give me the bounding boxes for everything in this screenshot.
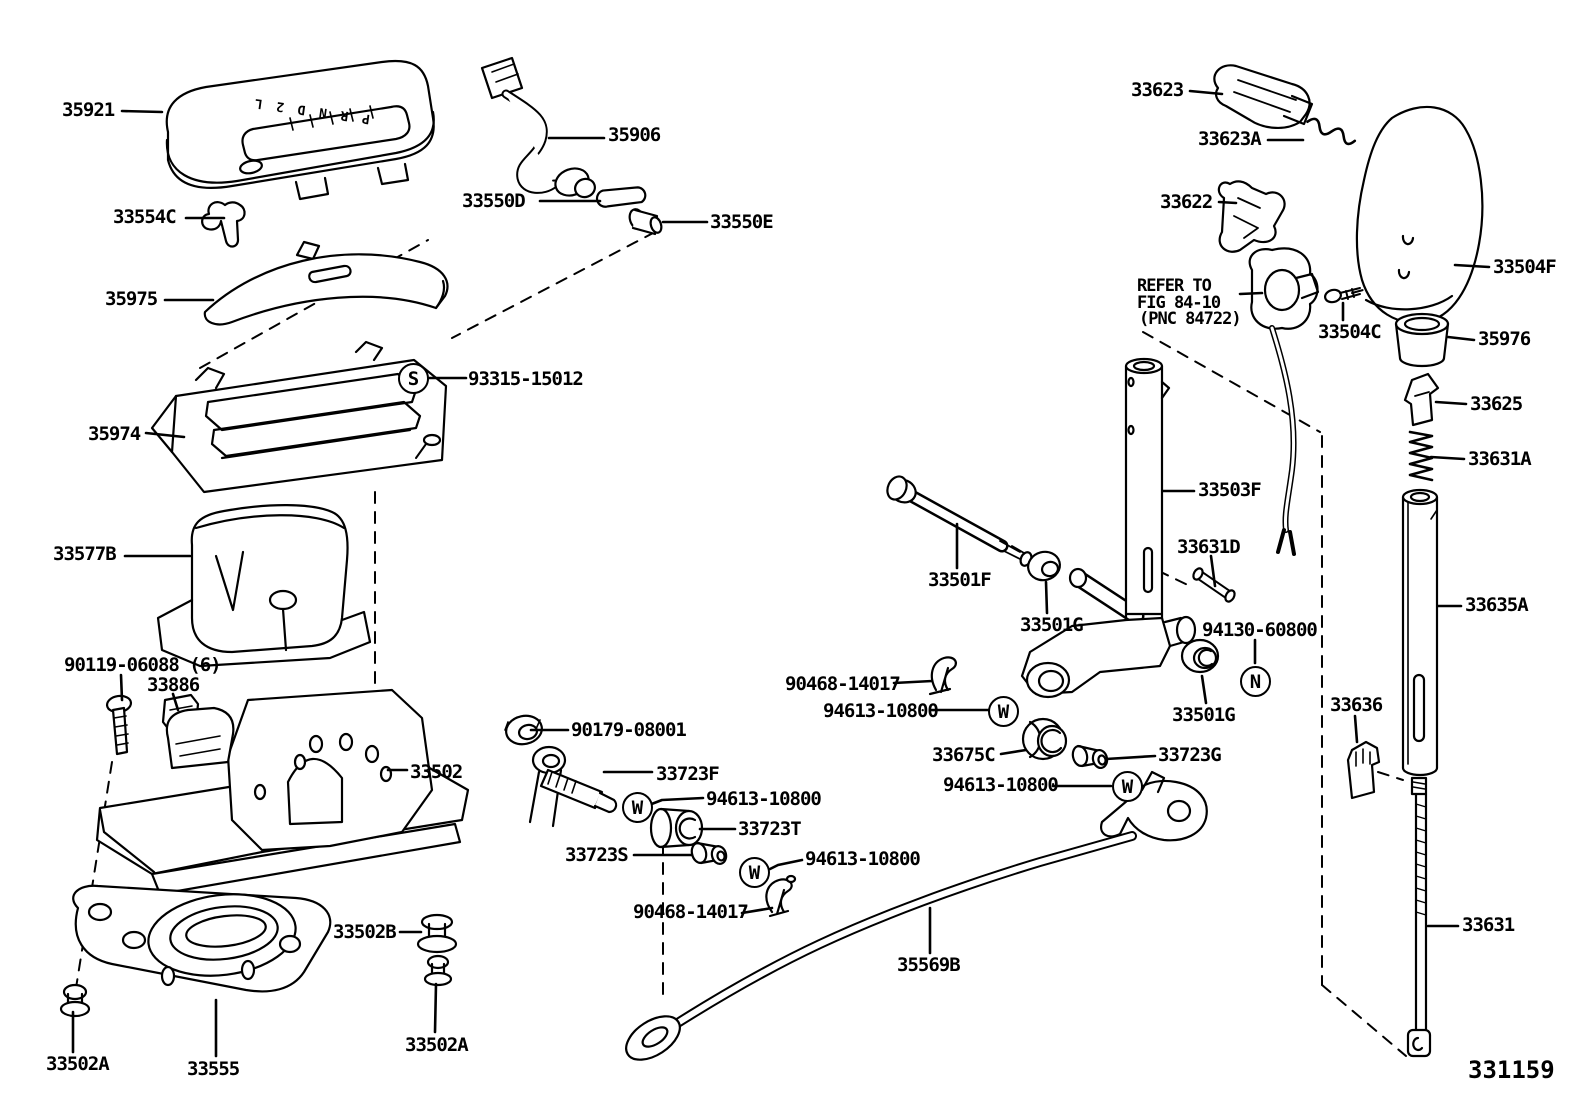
part-label-35906: 35906 [608,124,661,146]
part-label-33550E: 33550E [710,211,774,233]
part-33503f-lever-tube [1068,357,1171,642]
hardware-symbol-N: N [1240,666,1271,697]
part-label-33554C: 33554C [113,206,177,228]
part-33675c-bushing [1021,717,1068,761]
part-33502b-grommet [416,913,458,954]
part-33501f-bolt [886,475,1033,567]
part-label-33501F: 33501F [928,569,992,591]
part-label-33503F: 33503F [1198,479,1262,501]
part-label-33577B: 33577B [53,543,117,565]
part-33502a-grommet-left [59,983,91,1018]
part-33622-clip [1217,180,1286,253]
part-33631-rod [1406,776,1432,1058]
part-label-33723G: 33723G [1158,744,1222,766]
part-33504f-knob [1355,105,1484,324]
part-33502a-grommet-right [423,954,453,987]
part-90119-screw [105,694,133,756]
hardware-symbol-W: W [1112,771,1143,802]
part-label-33502A: 33502A [46,1053,110,1075]
part-label-93315-15012: 93315-15012 [468,368,584,390]
part-33502-bracket [95,688,470,896]
part-label-33723F: 33723F [656,763,720,785]
part-label-33675C: 33675C [932,744,996,766]
part-33636-clip [1346,740,1381,800]
part-35976-cup [1394,312,1450,368]
part-33550e-bulb [628,208,663,236]
part-label-33723T: 33723T [738,818,802,840]
part-label-33623A: 33623A [1198,128,1262,150]
hardware-symbol-W: W [988,696,1019,727]
part-label-FIG-84-10: FIG 84-10 [1137,293,1221,313]
part-label-94130-60800: 94130-60800 [1202,619,1318,641]
part-label-33555: 33555 [187,1058,240,1080]
part-33577b-cover [156,504,372,668]
part-switch-wire [1269,325,1297,556]
part-33723t-bushing [649,807,704,849]
part-label-35921: 35921 [62,99,115,121]
part-label-35569B: 35569B [897,954,961,976]
part-90179-nut [504,714,543,746]
part-label-90468-14017: 90468-14017 [633,901,749,923]
part-label-33625: 33625 [1470,393,1523,415]
part-label-33636: 33636 [1330,694,1383,716]
part-label-33631A: 33631A [1468,448,1532,470]
part-35569b-rod [625,770,1208,1061]
part-33723f-screw [539,768,618,814]
part-lever-bracket [1020,615,1197,699]
part-label-35976: 35976 [1478,328,1531,350]
part-label-33631: 33631 [1462,914,1515,936]
part-33555-base-plate [72,884,332,993]
hardware-symbol-W: W [739,857,770,888]
part-33554c-clip [201,201,246,248]
part-label-33501G: 33501G [1172,704,1236,726]
part-label-REFER-TO: REFER TO [1137,276,1212,296]
part-label-35974: 35974 [88,423,141,445]
part-33501g-bushing-upper [1027,550,1061,582]
part-label-33504F: 33504F [1493,256,1557,278]
part-label-33631D: 33631D [1177,536,1241,558]
part-label-33502A: 33502A [405,1034,469,1056]
part-label-331159: 331159 [1468,1056,1555,1084]
part-label-90179-08001: 90179-08001 [571,719,687,741]
part-33635a-tube [1401,488,1439,777]
part-94130-nut [1180,638,1220,674]
part-label-33623: 33623 [1131,79,1184,101]
part-label-35975: 35975 [105,288,158,310]
part-33631a-spring [1408,430,1434,482]
part-label-33723S: 33723S [565,844,629,866]
part-detent-housing [1248,247,1320,330]
part-label-33635A: 33635A [1465,594,1529,616]
part-label-90468-14017: 90468-14017 [785,673,901,695]
part-label-33501G: 33501G [1020,614,1084,636]
part-33625-detent [1403,372,1440,427]
part-label-33622: 33622 [1160,191,1213,213]
part-33623-solenoid [1213,64,1314,129]
part-90468-clip-bottom [765,874,797,918]
part-35906-wire-socket [480,56,596,199]
part-35975-trim [203,240,449,326]
part-33550d-bulb [595,186,647,208]
part-33723s-bushing [690,841,728,865]
part-label-33502B: 33502B [333,921,397,943]
part-label-33550D: 33550D [462,190,526,212]
part-label-33886: 33886 [147,674,200,696]
part-33504c-screw [1324,287,1361,304]
part-33723g-bushing [1071,744,1109,770]
leader-lines [71,89,1491,1058]
part-label-33504C: 33504C [1318,321,1382,343]
hardware-symbol-W: W [622,792,653,823]
hardware-symbol-S: S [398,363,429,394]
part-label-94613-10800: 94613-10800 [805,848,921,870]
part-label-90119-06088-6-: 90119-06088 (6) [64,654,222,676]
part-label--PNC-84722-: (PNC 84722) [1139,309,1242,329]
part-label-94613-10800: 94613-10800 [823,700,939,722]
part-label-94613-10800: 94613-10800 [706,788,822,810]
part-label-94613-10800: 94613-10800 [943,774,1059,796]
part-label-33502: 33502 [410,761,463,783]
part-35974-slide-plate [150,340,448,494]
part-35921-indicator-housing: P R N D 2 L [165,60,435,201]
part-33623a-spring [1306,117,1357,146]
part-90468-clip-upper [928,656,957,696]
